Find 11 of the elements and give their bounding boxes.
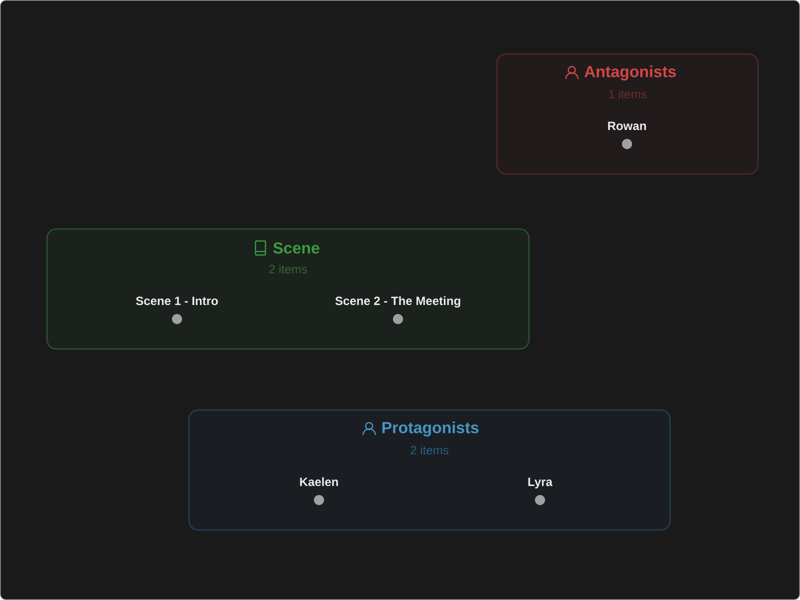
node-label: 2 items [269,264,307,274]
item-label: Scene 1 - Intro [136,296,218,306]
item-label: Kaelen [300,477,338,486]
item-label: Lyra [528,478,553,488]
node-label: Scene [273,242,320,254]
item-label: Rowan [608,122,646,130]
item-label: Scene 2 - The Meeting [335,296,460,308]
node-label: Protagonists [382,422,479,436]
node-label: Antagonists [584,66,676,80]
node-label: 2 items [410,446,448,454]
node-label: 1 items [609,90,646,98]
